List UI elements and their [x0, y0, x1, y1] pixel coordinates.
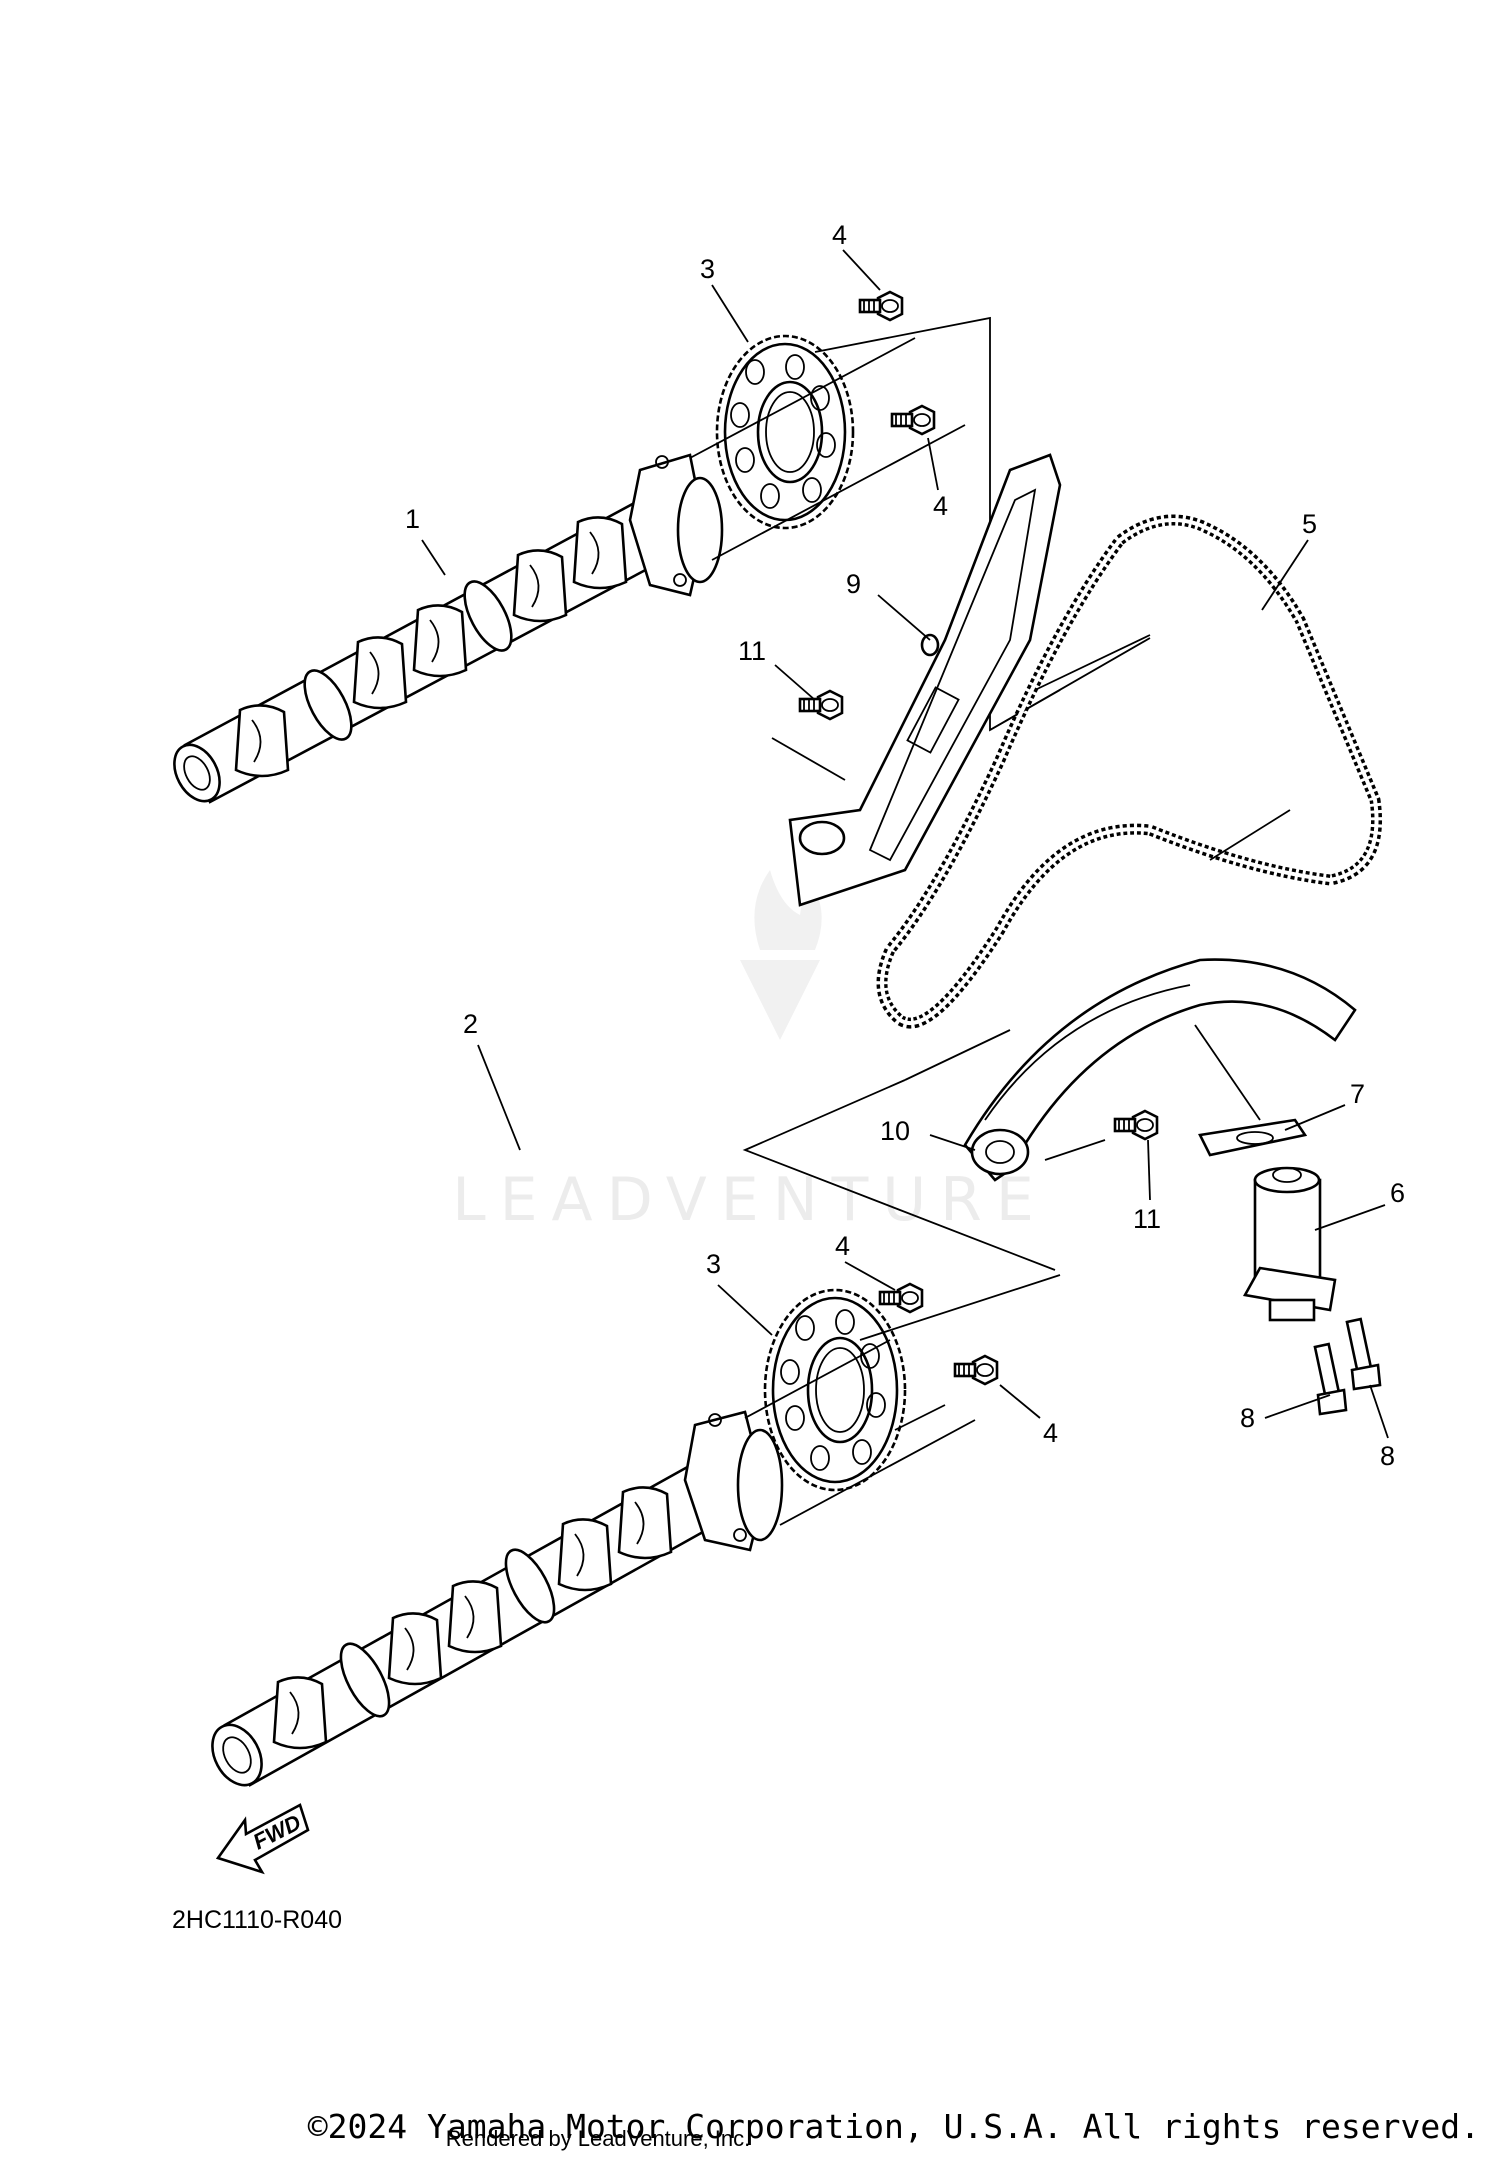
tensioner-bolt-right: [1345, 1317, 1382, 1391]
tensioner-bolt-left: [1313, 1342, 1348, 1416]
callout-11-upper: 11: [738, 636, 766, 666]
lower-sprocket-bolt-side: [953, 1354, 999, 1386]
callout-6: 6: [1390, 1178, 1405, 1208]
callout-3-upper: 3: [700, 254, 715, 284]
callout-11-lower: 11: [1133, 1204, 1161, 1234]
fwd-arrow-icon: FWD: [215, 1803, 310, 1875]
upper-guide-bolt: [771, 689, 846, 781]
lower-sprocket-bolt-top: [878, 1282, 924, 1314]
rendered-by: Rendered by LeadVenture, Inc.: [446, 2126, 751, 2151]
lower-guide-bolt: [1113, 1109, 1159, 1141]
callout-5: 5: [1302, 509, 1317, 539]
lower-cam-sprocket: [763, 1288, 907, 1492]
callout-9: 9: [846, 569, 861, 599]
drawing-code: 2HC1110-R040: [172, 1906, 342, 1934]
callout-4-lower-side: 4: [1043, 1418, 1058, 1448]
callout-10: 10: [880, 1116, 910, 1146]
callout-1: 1: [405, 504, 420, 534]
callout-8-right: 8: [1380, 1441, 1395, 1471]
exhaust-camshaft: [211, 1410, 784, 1787]
lower-axis-lines: [744, 1274, 1061, 1526]
callout-4-lower-top: 4: [835, 1231, 850, 1261]
upper-cam-sprocket: [715, 334, 855, 530]
callout-4-upper-top: 4: [832, 220, 847, 250]
chain-tensioner: [1242, 1166, 1337, 1322]
watermark-text: LEADVENTURE: [452, 1165, 1048, 1235]
middle-axis-lines: [742, 634, 1291, 1271]
callout-4-upper-side: 4: [933, 491, 948, 521]
callout-3-lower: 3: [706, 1249, 721, 1279]
callout-7: 7: [1350, 1079, 1365, 1109]
tensioner-guide: [963, 958, 1357, 1182]
callout-2: 2: [463, 1009, 478, 1039]
intake-camshaft: [173, 453, 724, 804]
tensioner-gasket: [1198, 1118, 1308, 1157]
upper-sprocket-bolt-side: [890, 404, 936, 436]
callout-8-left: 8: [1240, 1403, 1255, 1433]
callout-labels: 1 2 3 3 4 4 4 4 5 6 7 8 8 9 10 11 11: [405, 220, 1405, 1471]
watermark: LEADVENTURE: [452, 865, 1048, 1235]
timing-chain: [876, 514, 1382, 1029]
copyright: ©2024 Yamaha Motor Corporation, U.S.A. A…: [308, 2107, 1480, 2146]
upper-sprocket-bolt-top: [858, 290, 904, 322]
callout-leaders: [421, 249, 1389, 1439]
chain-guide: [788, 453, 1062, 907]
